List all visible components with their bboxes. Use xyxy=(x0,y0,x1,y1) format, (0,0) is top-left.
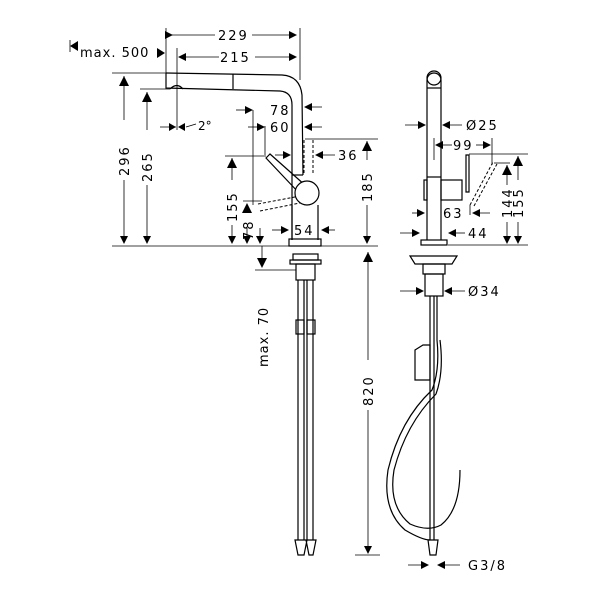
hose-sleeve xyxy=(306,319,316,335)
arrow-icon xyxy=(257,258,267,268)
base-plate xyxy=(288,238,322,247)
handle-body xyxy=(440,179,463,201)
arrow-icon xyxy=(70,41,78,51)
handle-hub xyxy=(294,180,320,206)
base-plate xyxy=(420,239,448,246)
dim-g38: G3/8 xyxy=(468,559,507,574)
dim-155: 155 xyxy=(226,191,241,222)
dim-99: 99 xyxy=(453,139,474,154)
dim-60: 60 xyxy=(270,121,291,136)
hose-weight xyxy=(414,344,431,381)
hose-sleeve xyxy=(295,319,305,335)
mounting-washer xyxy=(292,253,319,261)
dim-185: 185 xyxy=(361,171,376,202)
dim-max-500: max. 500 xyxy=(80,46,149,61)
lever-open-position xyxy=(257,195,301,212)
hose-connectors xyxy=(294,539,317,556)
hose-connector xyxy=(427,539,439,556)
hose-loop-inner xyxy=(392,339,461,529)
hose-loop xyxy=(386,339,439,541)
dim-max-70: max. 70 xyxy=(257,307,272,367)
mounting-shank xyxy=(424,273,444,297)
supply-hoses xyxy=(297,280,314,540)
dim-296: 296 xyxy=(118,145,133,176)
arrow-icon xyxy=(169,123,185,131)
dim-229: 229 xyxy=(218,29,249,44)
lever-open-position xyxy=(469,161,498,207)
dim-265: 265 xyxy=(141,151,156,182)
arrow-icon xyxy=(178,53,186,61)
spout-outline xyxy=(165,72,304,176)
dim-54: 54 xyxy=(294,224,315,239)
front-view: Ø25 99 155 144 63 44 Ø34 G3/8 xyxy=(386,70,528,574)
dim-d34: Ø34 xyxy=(468,285,501,300)
mounting-plate xyxy=(408,255,459,265)
dim-78-top: 78 xyxy=(270,104,291,119)
arrow-icon xyxy=(157,48,165,58)
dim-63: 63 xyxy=(443,207,464,222)
dim-820: 820 xyxy=(362,375,377,406)
dim-144: 144 xyxy=(501,187,516,218)
arrow-icon xyxy=(435,141,443,149)
side-view: 229 215 max. 500 2° 296 265 155 78 78 xyxy=(69,28,380,556)
arrow-icon xyxy=(242,203,252,213)
mounting-nut xyxy=(422,263,446,275)
spout-inner-outline xyxy=(165,73,293,240)
dim-215: 215 xyxy=(220,51,251,66)
mounting-plate xyxy=(289,259,322,265)
dim-78-low: 78 xyxy=(242,219,257,240)
lever-handle xyxy=(465,154,470,193)
hose xyxy=(429,296,438,540)
dim-angle: 2° xyxy=(198,119,212,133)
dim-d25: Ø25 xyxy=(466,119,499,134)
dim-44: 44 xyxy=(468,227,489,242)
mounting-shank xyxy=(295,263,316,281)
arrow-icon xyxy=(119,76,129,86)
dim-36: 36 xyxy=(338,149,359,164)
spout-top xyxy=(426,70,442,86)
dimension-line xyxy=(160,123,197,128)
dim-155-front: 155 xyxy=(512,187,527,218)
handle-cap xyxy=(423,179,428,201)
